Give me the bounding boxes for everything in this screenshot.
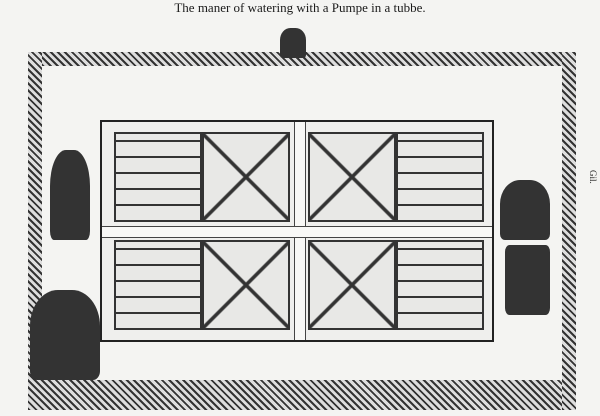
bed-top-center-left [202, 132, 290, 222]
bottom-hedge [28, 380, 576, 410]
right-hedge [562, 52, 576, 410]
bed-bottom-center-left [202, 240, 290, 330]
bed-top-right [396, 132, 484, 222]
margin-label: Gil. [588, 170, 598, 184]
illustration-caption: The maner of watering with a Pumpe in a … [174, 0, 426, 15]
horizontal-path [102, 226, 492, 238]
bed-top-center-right [308, 132, 396, 222]
bed-top-left [114, 132, 202, 222]
top-hedge [28, 52, 576, 66]
knot-garden [100, 120, 494, 342]
bed-bottom-center-right [308, 240, 396, 330]
pump-tub-figure [50, 150, 90, 240]
bed-bottom-left [114, 240, 202, 330]
gate-arch [280, 28, 306, 58]
bed-bottom-right [396, 240, 484, 330]
seated-figures [30, 290, 100, 380]
gardener-figure [500, 180, 550, 240]
garden-tools [505, 245, 550, 315]
